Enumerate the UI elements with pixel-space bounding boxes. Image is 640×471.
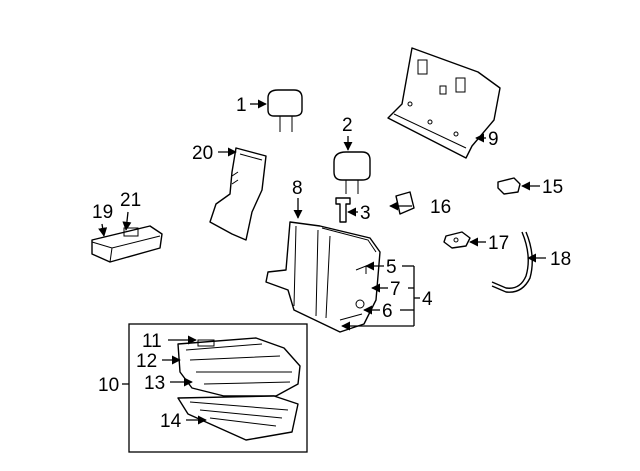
latch xyxy=(497,177,521,195)
callout-17: 17 xyxy=(488,233,509,254)
callout-11: 11 xyxy=(142,331,162,352)
headrest-guide xyxy=(335,197,351,223)
callout-labels: 1 2 3 4 5 6 7 8 9 10 11 12 13 14 15 16 1… xyxy=(92,95,571,432)
callout-1: 1 xyxy=(236,95,247,116)
cushion-frame xyxy=(177,395,299,441)
callout-6: 6 xyxy=(382,301,393,322)
callout-14: 14 xyxy=(160,411,182,432)
armrest xyxy=(91,225,163,263)
callout-13: 13 xyxy=(144,373,165,394)
release-cable xyxy=(491,231,533,293)
callout-21: 21 xyxy=(120,190,141,211)
seat-cushion xyxy=(177,337,301,397)
headrest-center xyxy=(333,151,371,194)
headrest-left xyxy=(267,89,303,132)
callout-2: 2 xyxy=(342,115,353,136)
callout-16: 16 xyxy=(430,197,451,218)
callout-18: 18 xyxy=(550,249,571,270)
callout-8: 8 xyxy=(292,178,303,199)
callout-3: 3 xyxy=(360,203,371,224)
leader-lines xyxy=(98,99,546,425)
callout-19: 19 xyxy=(92,202,113,223)
cushion-group-box xyxy=(128,323,308,453)
striker-bracket xyxy=(395,191,415,215)
callout-15: 15 xyxy=(542,177,563,198)
callout-10: 10 xyxy=(98,375,119,396)
seatback-assembly xyxy=(265,221,381,333)
callout-9: 9 xyxy=(488,129,499,150)
seatback-frame-panel xyxy=(387,47,501,159)
callout-12: 12 xyxy=(136,351,157,372)
callout-5: 5 xyxy=(386,257,397,278)
hinge xyxy=(443,231,471,249)
callout-20: 20 xyxy=(192,143,213,164)
side-bolster xyxy=(209,147,267,241)
callout-7: 7 xyxy=(390,279,401,300)
callout-4: 4 xyxy=(422,289,433,310)
